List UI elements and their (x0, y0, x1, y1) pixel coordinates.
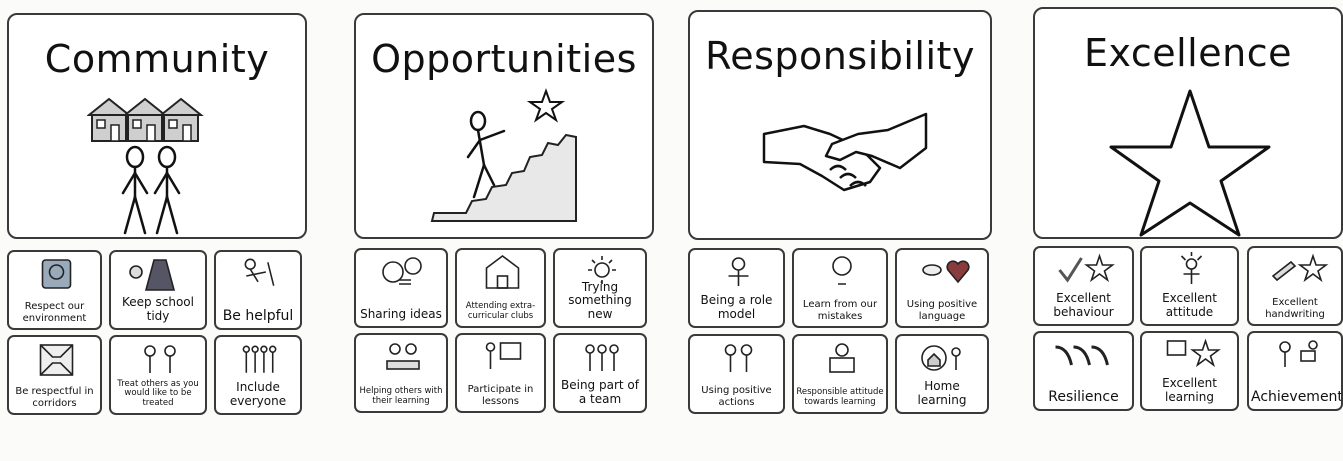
home-learning-icon (921, 345, 961, 371)
value-card-label: Using positive actions (701, 385, 772, 408)
community-title: Community (44, 37, 270, 81)
value-card-label: Keep school tidy (122, 295, 194, 324)
value-card-label: Excellent handwriting (1265, 297, 1325, 320)
lips-heart-icon (922, 260, 970, 284)
sharing-ideas-icon (382, 257, 422, 285)
corridor-icon (39, 344, 74, 376)
two-people-talking-icon (144, 345, 176, 373)
value-card: Participate in lessons (455, 333, 546, 413)
responsibility-title: Responsibility (705, 34, 975, 78)
value-card-label: Responsible attitude towards learning (796, 387, 884, 408)
value-card-label: Using positive language (906, 299, 978, 322)
value-card: Excellent behaviour (1033, 246, 1134, 326)
value-card: Be helpful (214, 250, 302, 330)
value-card-label: Treat others as you would like to be tre… (117, 378, 199, 409)
value-card: Be respectful in corridors (7, 335, 102, 415)
group-of-people-icon (242, 345, 277, 373)
responsible-learner-icon (829, 343, 855, 373)
value-card: Keep school tidy (109, 250, 207, 330)
value-card: Learn from our mistakes (792, 248, 888, 328)
thinking-person-icon (832, 256, 852, 285)
value-card-label: Include everyone (229, 380, 287, 409)
opportunities-header-card: Opportunities (354, 13, 654, 239)
value-card: Attending extra-curricular clubs (455, 248, 546, 328)
recycle-bag-icon (41, 259, 72, 289)
value-card-label: Excellent behaviour (1053, 291, 1114, 320)
helping-person-icon (244, 258, 275, 286)
team-icon (585, 344, 619, 371)
community-header-card: Community (7, 13, 307, 239)
achievement-icon (1279, 340, 1318, 367)
value-card: Sharing ideas (354, 248, 448, 328)
value-card: Helping others with their learning (354, 333, 448, 413)
star-icon (1109, 89, 1271, 237)
value-card: Using positive language (895, 248, 989, 328)
value-card-label: Be respectful in corridors (15, 386, 94, 409)
value-card: Trying something new (553, 248, 647, 328)
classroom-board-icon (485, 342, 522, 369)
value-card-label: Trying something new (568, 279, 632, 322)
bouncing-arrows-icon (1055, 345, 1109, 366)
value-card-label: Sharing ideas (360, 307, 442, 322)
role-model-icon (728, 257, 749, 286)
value-card: Using positive actions (688, 334, 785, 414)
bright-light-icon (588, 256, 616, 284)
value-card: Excellent attitude (1140, 246, 1239, 326)
value-card: Being a role model (688, 248, 785, 328)
value-card-label: Be helpful (222, 307, 294, 324)
value-card-label: Respect our environment (22, 301, 87, 324)
value-card: Achievement (1247, 331, 1343, 411)
value-card-label: Attending extra-curricular clubs (465, 301, 536, 322)
houses-and-people-icon (87, 97, 204, 235)
value-card-label: Helping others with their learning (359, 386, 443, 407)
value-card-label: Resilience (1048, 388, 1119, 405)
value-card: Being part of a team (553, 333, 647, 413)
value-card: Home learning (895, 334, 989, 414)
value-card: Respect our environment (7, 250, 102, 330)
excellence-header-card: Excellence (1033, 7, 1343, 239)
positive-actions-icon (724, 344, 753, 372)
value-card: Resilience (1033, 331, 1134, 411)
writing-star-icon (1271, 253, 1329, 283)
value-card-label: Achievement (1251, 388, 1343, 405)
value-card: Treat others as you would like to be tre… (109, 335, 207, 415)
value-card-label: Learn from our mistakes (802, 299, 878, 322)
helping-learning-icon (386, 343, 420, 370)
value-card: Responsible attitude towards learning (792, 334, 888, 414)
school-building-icon (485, 255, 520, 289)
handshake-icon (762, 112, 928, 192)
responsibility-header-card: Responsibility (688, 10, 992, 240)
tidy-coat-icon (129, 259, 176, 291)
value-card-label: Being part of a team (561, 378, 639, 407)
value-card-label: Participate in lessons (467, 384, 534, 407)
value-card-label: Home learning (917, 379, 967, 408)
value-card-label: Excellent learning (1162, 376, 1217, 405)
shining-person-icon (1180, 252, 1203, 284)
climbing-stairs-icon (430, 88, 577, 222)
value-card: Excellent learning (1140, 331, 1239, 411)
value-card: Include everyone (214, 335, 302, 415)
value-card: Excellent handwriting (1247, 246, 1343, 326)
opportunities-title: Opportunities (371, 37, 637, 81)
excellence-title: Excellence (1084, 31, 1292, 75)
tick-star-icon (1058, 253, 1115, 283)
value-card-label: Being a role model (700, 293, 773, 322)
board-star-icon (1166, 338, 1221, 368)
value-card-label: Excellent attitude (1162, 291, 1217, 320)
